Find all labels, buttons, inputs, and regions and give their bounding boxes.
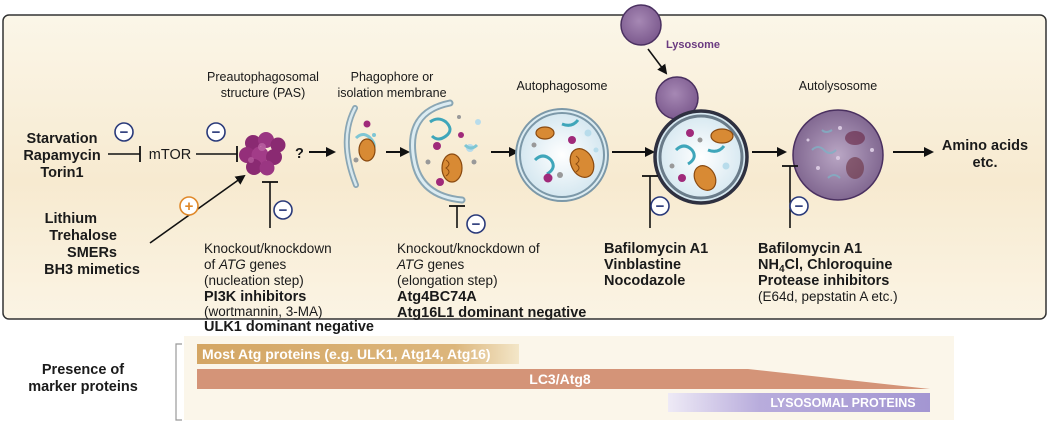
autophagosome xyxy=(515,108,609,202)
phagophore-title-2: isolation membrane xyxy=(337,86,446,100)
lysosome-label: Lysosome xyxy=(666,39,720,51)
svg-text:−: − xyxy=(795,198,804,215)
inducer-torin1: Torin1 xyxy=(40,165,83,181)
phagophore-small xyxy=(343,105,376,188)
svg-text:ATG genes: ATG genes xyxy=(396,257,465,272)
svg-text:−: − xyxy=(472,216,481,233)
phagophore-large xyxy=(409,99,481,204)
minus-sign-nucleation: − xyxy=(273,200,293,220)
inducer-trehalose: Trehalose xyxy=(49,228,117,244)
pas-cluster xyxy=(239,132,286,176)
minus-sign-inducers: − xyxy=(114,122,134,142)
degradation-inhibitors: Bafilomycin A1 NH4Cl, Chloroquine Protea… xyxy=(758,241,898,304)
svg-text:Nocodazole: Nocodazole xyxy=(604,273,685,289)
svg-text:Protease inhibitors: Protease inhibitors xyxy=(758,273,889,289)
svg-text:(nucleation step): (nucleation step) xyxy=(204,273,304,288)
fusion-vesicle xyxy=(653,76,749,205)
minus-sign-elongation: − xyxy=(466,214,486,234)
elongation-inhibitors: Knockout/knockdown of ATG genes (elongat… xyxy=(396,241,586,321)
svg-text:−: − xyxy=(120,124,129,141)
phagophore-title-1: Phagophore or xyxy=(351,70,434,84)
fusion-inhibitors: Bafilomycin A1 Vinblastine Nocodazole xyxy=(604,241,708,289)
autophagosome-title: Autophagosome xyxy=(516,79,607,93)
lc3-bar xyxy=(197,369,930,389)
svg-text:Bafilomycin A1: Bafilomycin A1 xyxy=(758,241,862,257)
svg-text:of ATG genes: of ATG genes xyxy=(204,257,287,272)
svg-text:−: − xyxy=(279,202,288,219)
lc3-label: LC3/Atg8 xyxy=(529,371,591,387)
markers-bracket xyxy=(175,343,182,421)
inducer-smers: SMERs xyxy=(67,245,117,261)
pas-title-2: structure (PAS) xyxy=(221,86,306,100)
minus-sign-mtor: − xyxy=(206,122,226,142)
mtor-label: mTOR xyxy=(149,147,191,163)
atg-proteins-bar xyxy=(197,344,519,364)
output-line-2: etc. xyxy=(973,155,998,171)
arrow-lysosome-to-fusion xyxy=(647,48,668,75)
lysosomal-proteins-label: LYSOSOMAL PROTEINS xyxy=(770,396,915,410)
inducer-rapamycin: Rapamycin xyxy=(23,148,100,164)
svg-text:Atg4BC74A: Atg4BC74A xyxy=(397,289,477,305)
inducer-bh3-mimetics: BH3 mimetics xyxy=(44,262,140,278)
markers-title-2: marker proteins xyxy=(28,379,138,395)
svg-text:Knockout/knockdown: Knockout/knockdown xyxy=(204,241,332,256)
svg-text:+: + xyxy=(185,198,194,215)
svg-text:Vinblastine: Vinblastine xyxy=(604,257,681,273)
svg-text:(E64d, pepstatin A etc.): (E64d, pepstatin A etc.) xyxy=(758,289,898,304)
pas-question-mark: ? xyxy=(295,146,304,162)
autolysosome xyxy=(792,109,884,201)
minus-sign-fusion: − xyxy=(650,196,670,216)
svg-text:−: − xyxy=(656,198,665,215)
svg-text:Bafilomycin A1: Bafilomycin A1 xyxy=(604,241,708,257)
lysosome-top xyxy=(620,4,662,46)
svg-text:−: − xyxy=(212,124,221,141)
svg-text:NH4Cl, Chloroquine: NH4Cl, Chloroquine xyxy=(758,257,892,275)
inducer-starvation: Starvation xyxy=(27,131,98,147)
atg-proteins-label: Most Atg proteins (e.g. ULK1, Atg14, Atg… xyxy=(202,346,491,362)
output-line-1: Amino acids xyxy=(942,138,1028,154)
plus-sign: + xyxy=(179,196,199,216)
inducer-list: Starvation Rapamycin Torin1 xyxy=(23,131,100,181)
svg-text:Knockout/knockdown of: Knockout/knockdown of xyxy=(397,241,540,256)
nucleation-inhibitors: Knockout/knockdown of ATG genes (nucleat… xyxy=(204,241,374,335)
svg-text:(elongation step): (elongation step) xyxy=(397,273,498,288)
markers-title-1: Presence of xyxy=(42,362,124,378)
mtor-independent-list: Lithium Trehalose SMERs BH3 mimetics xyxy=(44,211,140,278)
minus-sign-degradation: − xyxy=(789,196,809,216)
svg-text:(wortmannin, 3-MA): (wortmannin, 3-MA) xyxy=(204,304,323,319)
lysosomal-proteins-bar xyxy=(668,393,930,412)
pas-title-1: Preautophagosomal xyxy=(207,70,319,84)
svg-text:ULK1 dominant negative: ULK1 dominant negative xyxy=(204,319,374,335)
autolysosome-title: Autolysosome xyxy=(799,79,878,93)
svg-text:PI3K inhibitors: PI3K inhibitors xyxy=(204,289,306,305)
inducer-lithium: Lithium xyxy=(45,211,97,227)
svg-text:Atg16L1 dominant negative: Atg16L1 dominant negative xyxy=(397,305,586,321)
